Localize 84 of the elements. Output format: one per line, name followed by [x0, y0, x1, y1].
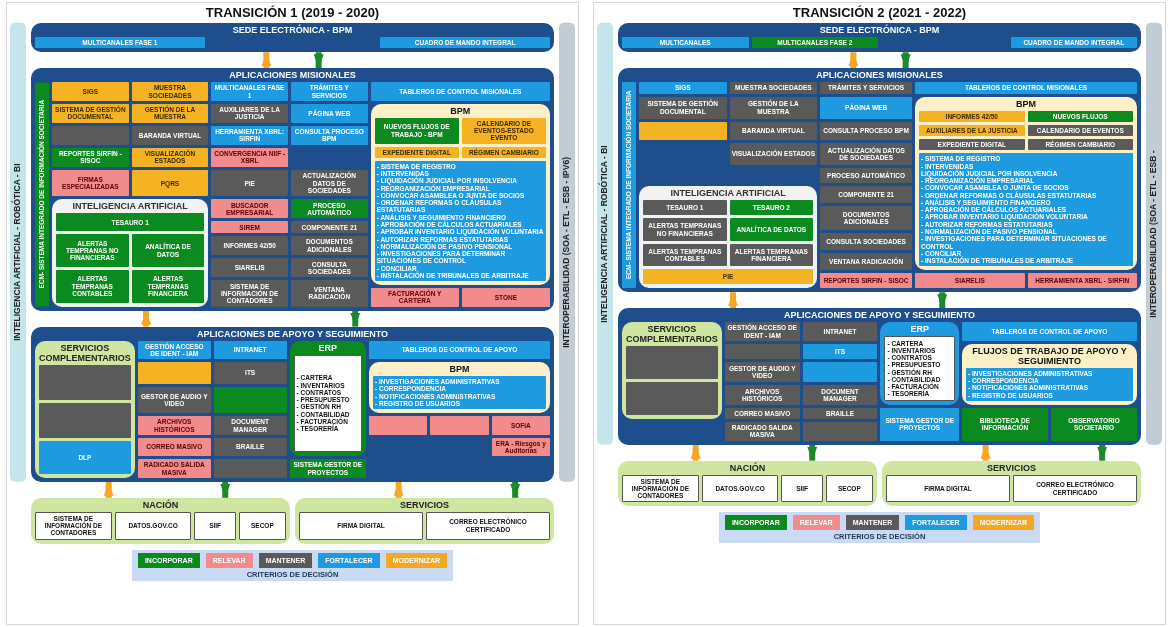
blank-box: [802, 362, 878, 382]
list-box: [373, 376, 546, 410]
group-panel: [31, 68, 554, 311]
panel-title: TRANSICIÓN 2 (2021 - 2022): [792, 5, 967, 20]
group-title: BPM: [449, 364, 470, 375]
group-title: NACIÓN: [142, 499, 179, 510]
panel-title: TRANSICIÓN 1 (2019 - 2020): [205, 5, 380, 20]
arrow: [900, 52, 911, 69]
blank-box: [430, 416, 489, 435]
group-panel: [31, 23, 554, 53]
blank-box: [213, 386, 287, 414]
group-panel: [618, 68, 1141, 293]
arrow: [937, 292, 948, 309]
arrow: [220, 481, 231, 498]
arrow: [807, 444, 818, 461]
blank-box: [369, 416, 428, 435]
arrow: [350, 310, 361, 327]
group-title: APLICACIONES DE APOYO Y SEGUIMIENTO: [196, 328, 389, 339]
group-panel: [370, 103, 550, 286]
group-title: BPM: [450, 105, 471, 116]
group-title: BPM: [1016, 98, 1037, 109]
group-title: SEDE ELECTRÓNICA - BPM: [232, 25, 353, 35]
group-title: INTELIGENCIA ARTIFICIAL: [72, 201, 188, 212]
group-title: FLUJOS DE TRABAJO DE APOYO Y SEGUIMIENTO: [971, 345, 1128, 366]
group-panel: [618, 308, 1141, 445]
list-box: [965, 367, 1133, 401]
group-title: SEDE ELECTRÓNICA - BPM: [819, 25, 940, 35]
group-panel: [618, 460, 877, 507]
arrow: [980, 444, 991, 461]
group-title: INTELIGENCIA ARTIFICIAL: [670, 188, 786, 199]
side-band: INTEROPERABILIDAD (SOA - ETL - ESB - IPV6): [559, 23, 575, 482]
group-title: SERVICIOS: [400, 499, 449, 510]
group-title: SERVICIOS COMPLEMENTARIOS: [626, 324, 718, 345]
arrow: [141, 310, 152, 327]
blank-box: [39, 364, 131, 400]
group-panel: [882, 460, 1141, 507]
group-panel: [622, 322, 722, 420]
panel-frame: [593, 2, 1166, 625]
arrow: [690, 444, 701, 461]
group-title: APLICACIONES MISIONALES: [229, 70, 356, 81]
arrow: [848, 52, 859, 69]
side-band: INTELIGENCIA ARTIFICIAL - ROBÓTICA - BI: [597, 23, 613, 445]
group-panel: [295, 497, 554, 544]
group-panel: [52, 199, 209, 307]
arrow: [103, 481, 114, 498]
arrow: [1097, 444, 1108, 461]
group-title: ERP: [318, 342, 338, 353]
group-panel: [915, 96, 1137, 271]
blank-box: [802, 422, 878, 441]
group-title: SERVICIOS: [987, 462, 1036, 473]
arrow: [393, 481, 404, 498]
group-panel: [31, 326, 554, 482]
blank-box: [724, 343, 800, 360]
group-title: SERVICIOS COMPLEMENTARIOS: [39, 342, 131, 363]
side-band: INTEROPERABILIDAD (SOA - ETL - ESB -: [1146, 23, 1162, 445]
arrow: [510, 481, 521, 498]
group-panel: [639, 186, 818, 289]
group-panel: [35, 340, 135, 478]
group-title: APLICACIONES DE APOYO Y SEGUIMIENTO: [783, 310, 976, 321]
group-panel: [31, 497, 290, 544]
panel-frame: [6, 2, 579, 625]
group-panel: [961, 343, 1137, 405]
list-box: [919, 153, 1133, 267]
group-title: NACIÓN: [729, 462, 766, 473]
blank-box: [52, 125, 129, 145]
group-title: APLICACIONES MISIONALES: [816, 70, 943, 81]
blank-box: [626, 382, 718, 416]
arrow: [261, 52, 272, 69]
list-box: [884, 336, 955, 401]
group-panel: [289, 340, 367, 457]
group-title: ERP: [910, 324, 929, 335]
list-box: [293, 354, 363, 453]
group-panel: [880, 322, 959, 405]
blank-box: [639, 121, 727, 140]
group-panel: [369, 362, 550, 414]
blank-box: [39, 402, 131, 439]
blank-box: [626, 346, 718, 380]
list-box: [374, 160, 546, 282]
blank-box: [137, 362, 211, 384]
group-panel: [618, 23, 1141, 53]
arrow: [728, 292, 739, 309]
blank-box: [213, 459, 287, 478]
arrow: [313, 52, 324, 69]
side-band: INTELIGENCIA ARTIFICIAL - ROBÓTICA - BI: [10, 23, 26, 482]
